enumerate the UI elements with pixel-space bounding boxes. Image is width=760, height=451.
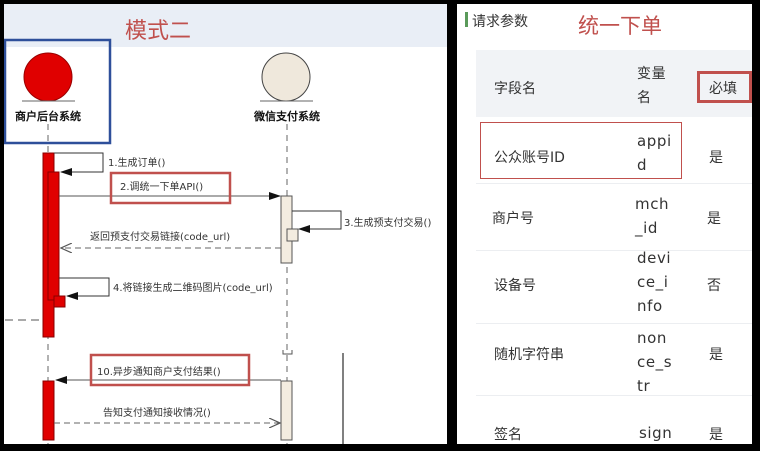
message-label: 3.生成预支付交易()	[344, 216, 431, 229]
parameter-table-panel: 请求参数 统一下单 字段名 变量名 必填 公众账号ID appid 是 商户号 …	[457, 4, 752, 444]
variable-name: appid	[637, 132, 672, 174]
merchant-actor-icon	[23, 52, 73, 102]
variable-name: sign	[639, 424, 673, 442]
message-label: 2.调统一下单API()	[120, 180, 203, 193]
section-label: 请求参数	[472, 14, 528, 30]
wechat-activation	[286, 228, 299, 242]
message-arrow	[54, 152, 104, 176]
header-variable-name: 变量名	[637, 66, 667, 106]
header-field-name: 字段名	[494, 81, 536, 97]
merchant-activation	[53, 295, 66, 308]
message-arrow	[59, 277, 110, 300]
section-marker	[465, 12, 468, 27]
message-label: 返回预支付交易链接(code_url)	[90, 230, 230, 243]
message-label: 告知支付通知接收情况()	[103, 406, 211, 419]
required-value: 是	[709, 347, 723, 363]
panel-title: 统一下单	[578, 14, 662, 38]
highlight-box	[89, 353, 251, 387]
highlight-box	[697, 71, 752, 103]
field-name: 设备号	[494, 278, 536, 294]
field-name: 签名	[494, 427, 522, 443]
variable-name: nonce_str	[637, 329, 673, 395]
wechat-activation	[280, 380, 293, 441]
required-value: 是	[707, 211, 721, 227]
diagram-title: 模式二	[125, 19, 191, 44]
message-label: 10.异步通知商户支付结果()	[97, 365, 221, 378]
header-required: 必填	[709, 81, 737, 97]
highlight-box	[480, 122, 682, 179]
field-name: 随机字符串	[494, 347, 564, 363]
required-value: 否	[707, 278, 721, 294]
actor-wechat-label: 微信支付系统	[253, 109, 320, 123]
message-arrow	[292, 210, 342, 233]
actor-merchant-label: 商户后台系统	[15, 109, 81, 123]
wechat-actor-icon	[261, 52, 311, 102]
merchant-activation	[42, 380, 55, 441]
message-label: 1.生成订单()	[108, 156, 165, 169]
variable-name: device_info	[637, 249, 672, 315]
merchant-activation	[47, 171, 60, 301]
required-value: 是	[709, 150, 723, 166]
variable-name: mch_id	[635, 195, 670, 237]
message-label: 4.将链接生成二维码图片(code_url)	[113, 281, 273, 294]
table-header	[476, 50, 752, 117]
sequence-diagram: 模式二 商户后台系统 微信支付系统 1.生成订单() 2.调统一下单API() …	[4, 4, 447, 444]
field-name: 商户号	[492, 211, 534, 227]
merchant-highlight-box	[4, 38, 112, 145]
field-name: 公众账号ID	[494, 150, 565, 166]
sequence-diagram-panel: 模式二 商户后台系统 微信支付系统 1.生成订单() 2.调统一下单API() …	[4, 4, 447, 444]
required-value: 是	[709, 427, 723, 443]
highlight-box	[109, 171, 232, 205]
fragment-bracket	[282, 350, 293, 355]
